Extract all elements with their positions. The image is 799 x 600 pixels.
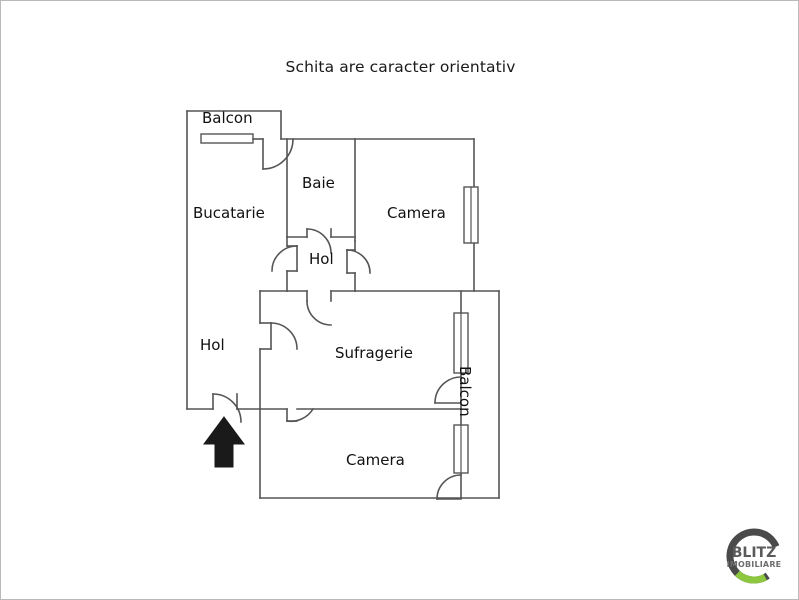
room-label-sufragerie: Sufragerie	[335, 344, 413, 362]
logo-inner-disc	[734, 536, 774, 576]
door-arc-sufragerie-camera	[286, 407, 315, 423]
room-label-balcon-side: Balcon	[456, 366, 474, 417]
logo-text-blitz: BLITZ	[732, 545, 777, 561]
balcony-railing	[200, 133, 254, 144]
entrance-arrow	[203, 416, 245, 468]
door-arc-baie	[306, 228, 332, 254]
room-label-balcon-top: Balcon	[202, 109, 253, 127]
blitz-imobiliare-logo: BLITZ IMOBILIARE	[723, 527, 785, 585]
room-label-baie: Baie	[302, 174, 335, 192]
door-arc-hol-camera	[346, 249, 371, 274]
door-arc-camera-balcon	[436, 474, 462, 500]
logo-text-imobiliare: IMOBILIARE	[727, 560, 782, 569]
wall-group	[186, 110, 500, 500]
room-label-camera-bot: Camera	[346, 451, 405, 469]
room-label-hol-mid: Hol	[309, 250, 334, 268]
logo-ring-dark	[726, 528, 782, 584]
door-arc-hol-bucatarie	[271, 245, 298, 272]
door-arc-sufragerie-hol	[270, 322, 298, 350]
door-arc-entrance	[212, 393, 242, 423]
wall-balcon-top	[186, 110, 282, 140]
logo-mark: BLITZ IMOBILIARE	[726, 528, 782, 584]
door-arc-balcon	[262, 138, 294, 170]
door-arc-hol-sufragerie	[306, 300, 332, 326]
room-label-hol-left: Hol	[200, 336, 225, 354]
room-label-camera-top: Camera	[387, 204, 446, 222]
page-title: Schita are caracter orientativ	[285, 58, 516, 76]
door-arc-sufragerie-balcon	[434, 376, 462, 404]
room-label-bucatarie: Bucatarie	[193, 204, 265, 222]
